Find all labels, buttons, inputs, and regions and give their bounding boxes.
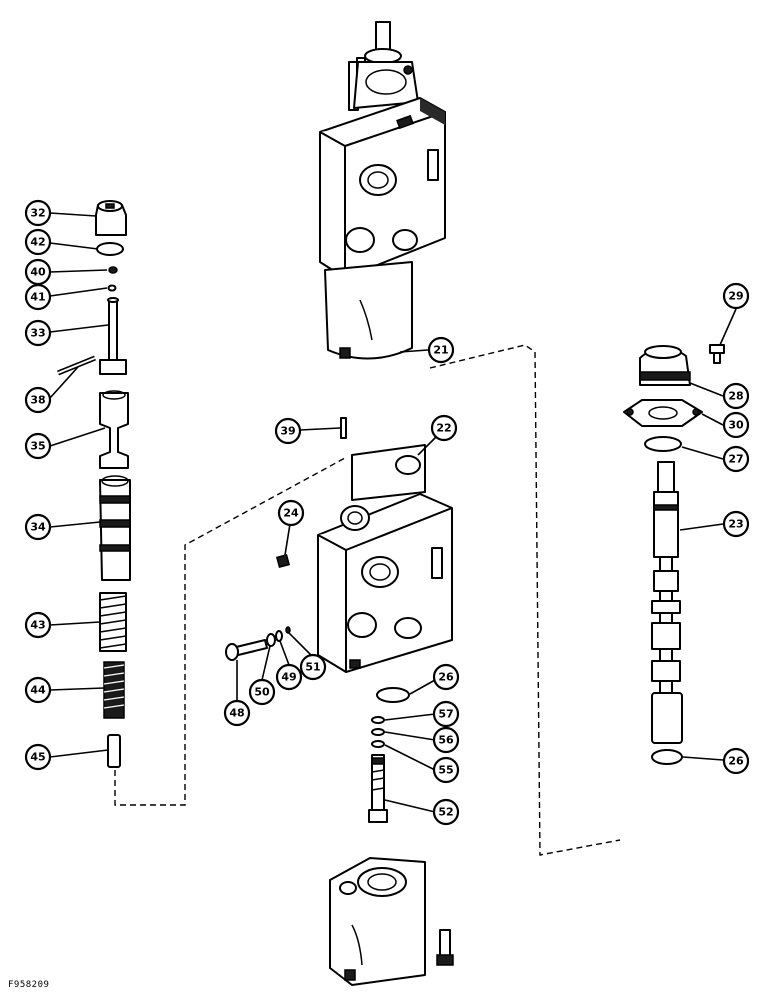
svg-text:27: 27 <box>728 453 743 466</box>
callout-23: 23 <box>722 510 750 538</box>
svg-text:41: 41 <box>30 291 45 304</box>
svg-text:57: 57 <box>438 708 453 721</box>
callout-44: 44 <box>24 676 52 704</box>
spring-44 <box>103 661 125 719</box>
callout-51: 51 <box>299 653 327 681</box>
callout-49: 49 <box>275 663 303 691</box>
callout-34: 34 <box>24 513 52 541</box>
svg-text:40: 40 <box>30 266 46 279</box>
callout-28: 28 <box>722 382 750 410</box>
callout-26-right: 26 <box>722 747 750 775</box>
callout-24: 24 <box>277 499 305 527</box>
svg-text:28: 28 <box>728 390 743 403</box>
callout-32: 32 <box>24 199 52 227</box>
leader-lines <box>49 212 737 813</box>
upper-valve-section <box>319 21 446 360</box>
callout-41: 41 <box>24 283 52 311</box>
callout-52: 52 <box>432 798 460 826</box>
spring-43 <box>99 592 127 652</box>
callout-30: 30 <box>722 411 750 439</box>
right-parts-stack <box>623 344 725 765</box>
callout-22: 22 <box>430 414 458 442</box>
callout-43: 43 <box>24 611 52 639</box>
svg-text:44: 44 <box>30 684 46 697</box>
svg-text:22: 22 <box>436 422 451 435</box>
callout-33: 33 <box>24 319 52 347</box>
callout-26-center: 26 <box>432 663 460 691</box>
svg-text:56: 56 <box>438 734 454 747</box>
callout-57: 57 <box>432 700 460 728</box>
lower-valve-section <box>329 857 454 986</box>
svg-text:45: 45 <box>30 751 45 764</box>
svg-text:24: 24 <box>283 507 299 520</box>
svg-text:32: 32 <box>30 207 45 220</box>
callout-38: 38 <box>24 386 52 414</box>
assembly-dashed-lines <box>114 344 621 856</box>
svg-text:55: 55 <box>438 764 453 777</box>
callout-27: 27 <box>722 445 750 473</box>
callout-39: 39 <box>274 417 302 445</box>
svg-text:49: 49 <box>281 671 296 684</box>
callout-45: 45 <box>24 743 52 771</box>
svg-text:26: 26 <box>438 671 454 684</box>
callout-40: 40 <box>24 258 52 286</box>
svg-text:33: 33 <box>30 327 45 340</box>
callout-48: 48 <box>223 699 251 727</box>
svg-text:29: 29 <box>728 290 743 303</box>
svg-text:50: 50 <box>254 686 270 699</box>
svg-text:34: 34 <box>30 521 46 534</box>
callouts: 21 22 23 24 26 26 27 28 29 30 32 33 34 3… <box>24 199 750 826</box>
middle-valve-section <box>317 444 453 673</box>
callout-42: 42 <box>24 228 52 256</box>
svg-text:42: 42 <box>30 236 45 249</box>
callout-56: 56 <box>432 726 460 754</box>
svg-text:35: 35 <box>30 440 45 453</box>
svg-text:39: 39 <box>280 425 295 438</box>
svg-text:26: 26 <box>728 755 744 768</box>
figure-id: F958209 <box>8 980 50 990</box>
callout-50: 50 <box>248 678 276 706</box>
callout-21: 21 <box>427 336 455 364</box>
callout-35: 35 <box>24 432 52 460</box>
svg-text:38: 38 <box>30 394 45 407</box>
svg-text:23: 23 <box>728 518 743 531</box>
callout-29: 29 <box>722 282 750 310</box>
left-parts-stack <box>57 200 131 768</box>
svg-text:52: 52 <box>438 806 453 819</box>
spool-23 <box>651 461 683 744</box>
svg-text:43: 43 <box>30 619 45 632</box>
middle-small-parts <box>225 417 410 823</box>
svg-text:51: 51 <box>305 661 320 674</box>
svg-text:48: 48 <box>229 707 244 720</box>
svg-text:21: 21 <box>433 344 448 357</box>
callout-55: 55 <box>432 756 460 784</box>
svg-text:30: 30 <box>728 419 744 432</box>
